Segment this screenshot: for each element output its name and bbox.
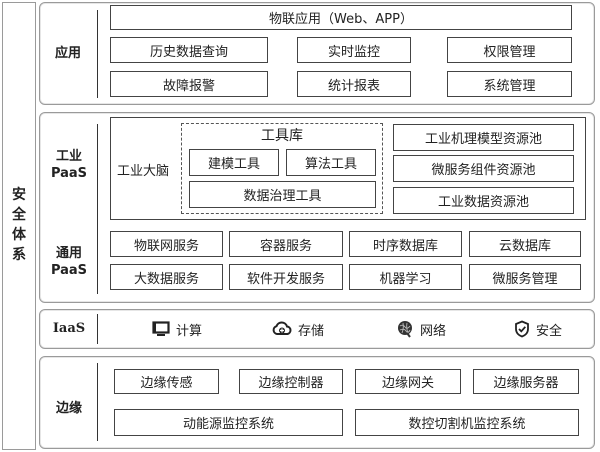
- security-char: 全: [12, 207, 26, 223]
- iaas-security-label: 安全: [536, 323, 563, 339]
- iaas-network: 网络: [396, 318, 446, 340]
- statistics-report-box: 统计报表: [297, 71, 411, 97]
- general-paas-label-line1: 通用: [55, 246, 82, 261]
- iaas-storage: 存储: [272, 318, 324, 340]
- industrial-paas-label: 工业 PaaS: [46, 148, 92, 182]
- bigdata-service-box: 大数据服务: [110, 264, 223, 290]
- iaas-network-label: 网络: [420, 323, 447, 339]
- edge-label: 边缘: [55, 401, 82, 416]
- edge-gateway-box: 边缘网关: [355, 369, 461, 394]
- machine-learning-box: 机器学习: [349, 264, 462, 290]
- iaas-label: IaaS: [52, 321, 86, 336]
- security-char: 体: [12, 227, 26, 243]
- container-service-box: 容器服务: [229, 231, 343, 257]
- industrial-paas-label-line2: PaaS: [50, 166, 88, 181]
- algorithm-tool-box: 算法工具: [286, 149, 376, 176]
- iaas-security: 安全: [514, 318, 562, 340]
- timeseries-db-box: 时序数据库: [349, 231, 462, 257]
- security-system-label: 安 全 体 系: [3, 185, 35, 265]
- shield-check-icon: [515, 320, 529, 338]
- toolkit-container: [181, 123, 383, 214]
- iaas-layer: [39, 309, 595, 349]
- application-label: 应用: [54, 46, 81, 61]
- history-query-box: 历史数据查询: [110, 37, 268, 63]
- edge-server-box: 边缘服务器: [473, 369, 579, 394]
- general-paas-label-line2: PaaS: [50, 263, 88, 278]
- data-governance-tool-box: 数据治理工具: [189, 181, 376, 208]
- edge-sensor-box: 边缘传感: [114, 369, 219, 394]
- microservice-management-box: 微服务管理: [469, 264, 581, 290]
- cloud-storage-icon: [272, 321, 292, 335]
- network-brain-icon: [398, 321, 412, 338]
- energy-monitoring-system-box: 动能源监控系统: [114, 409, 343, 436]
- industrial-brain-label: 工业大脑: [117, 164, 170, 179]
- iaas-compute-label: 计算: [176, 323, 203, 339]
- realtime-monitor-box: 实时监控: [297, 37, 411, 63]
- cnc-cutter-monitoring-system-box: 数控切割机监控系统: [355, 409, 579, 436]
- toolkit-title: 工具库: [261, 128, 303, 144]
- iaas-compute: 计算: [152, 318, 202, 340]
- security-char: 安: [12, 187, 26, 203]
- modeling-tool-box: 建模工具: [189, 149, 279, 176]
- fault-alarm-box: 故障报警: [110, 71, 268, 97]
- iaas-divider: [97, 314, 98, 344]
- cloud-db-box: 云数据库: [469, 231, 581, 257]
- paas-divider: [97, 124, 98, 294]
- edge-controller-box: 边缘控制器: [239, 369, 343, 394]
- mechanism-model-pool-box: 工业机理模型资源池: [393, 124, 574, 151]
- security-char: 系: [12, 247, 26, 263]
- application-divider: [97, 10, 98, 98]
- security-system-panel: 安 全 体 系: [2, 2, 36, 450]
- permission-management-box: 权限管理: [447, 37, 572, 63]
- iaas-storage-label: 存储: [298, 323, 325, 339]
- iot-service-box: 物联网服务: [110, 231, 223, 257]
- industrial-data-pool-box: 工业数据资源池: [393, 187, 574, 214]
- iot-application-box: 物联应用（Web、APP）: [110, 5, 572, 30]
- edge-divider: [97, 363, 98, 441]
- general-paas-label: 通用 PaaS: [46, 245, 92, 279]
- industrial-paas-label-line1: 工业: [55, 149, 82, 164]
- monitor-icon: [152, 321, 170, 336]
- microservice-component-pool-box: 微服务组件资源池: [393, 155, 574, 182]
- software-dev-service-box: 软件开发服务: [229, 264, 343, 290]
- system-management-box: 系统管理: [447, 71, 572, 97]
